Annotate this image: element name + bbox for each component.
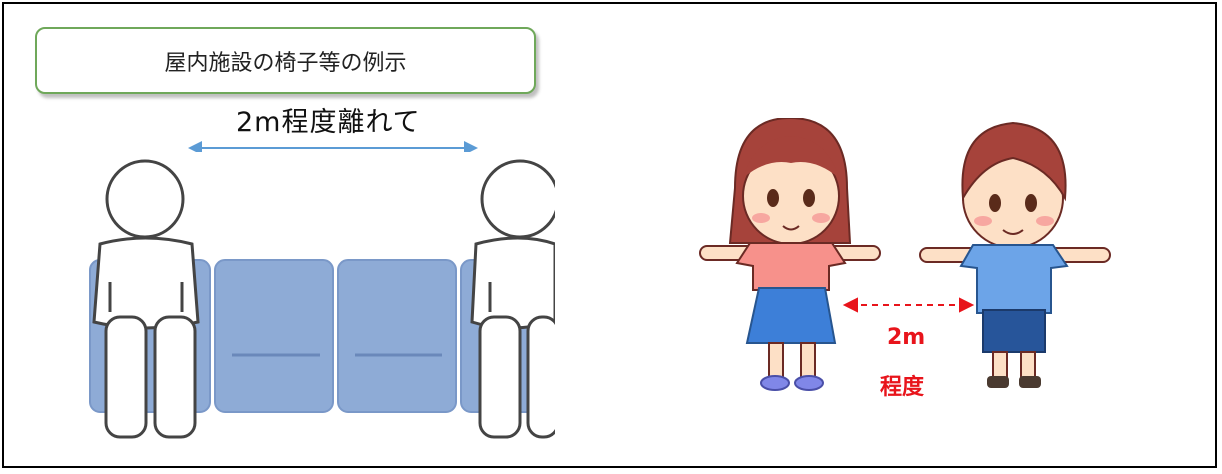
outer-frame (2, 2, 1217, 468)
distance-arrow-icon (842, 297, 975, 313)
boy-figure (919, 121, 1111, 388)
double-arrow-icon (188, 141, 478, 155)
seated-person-right (470, 159, 555, 439)
seated-person-left (92, 159, 200, 439)
girl-figure (699, 118, 881, 391)
distance-value: 2m (887, 325, 926, 350)
page-title: 屋内施設の椅子等の例示 (164, 50, 407, 76)
title-box: 屋内施設の椅子等の例示 (35, 27, 536, 94)
bench-illustration (80, 152, 555, 444)
distance-label: 2m程度離れて (236, 107, 421, 138)
children-illustration (699, 118, 1111, 391)
distance-suffix: 程度 (880, 375, 925, 400)
